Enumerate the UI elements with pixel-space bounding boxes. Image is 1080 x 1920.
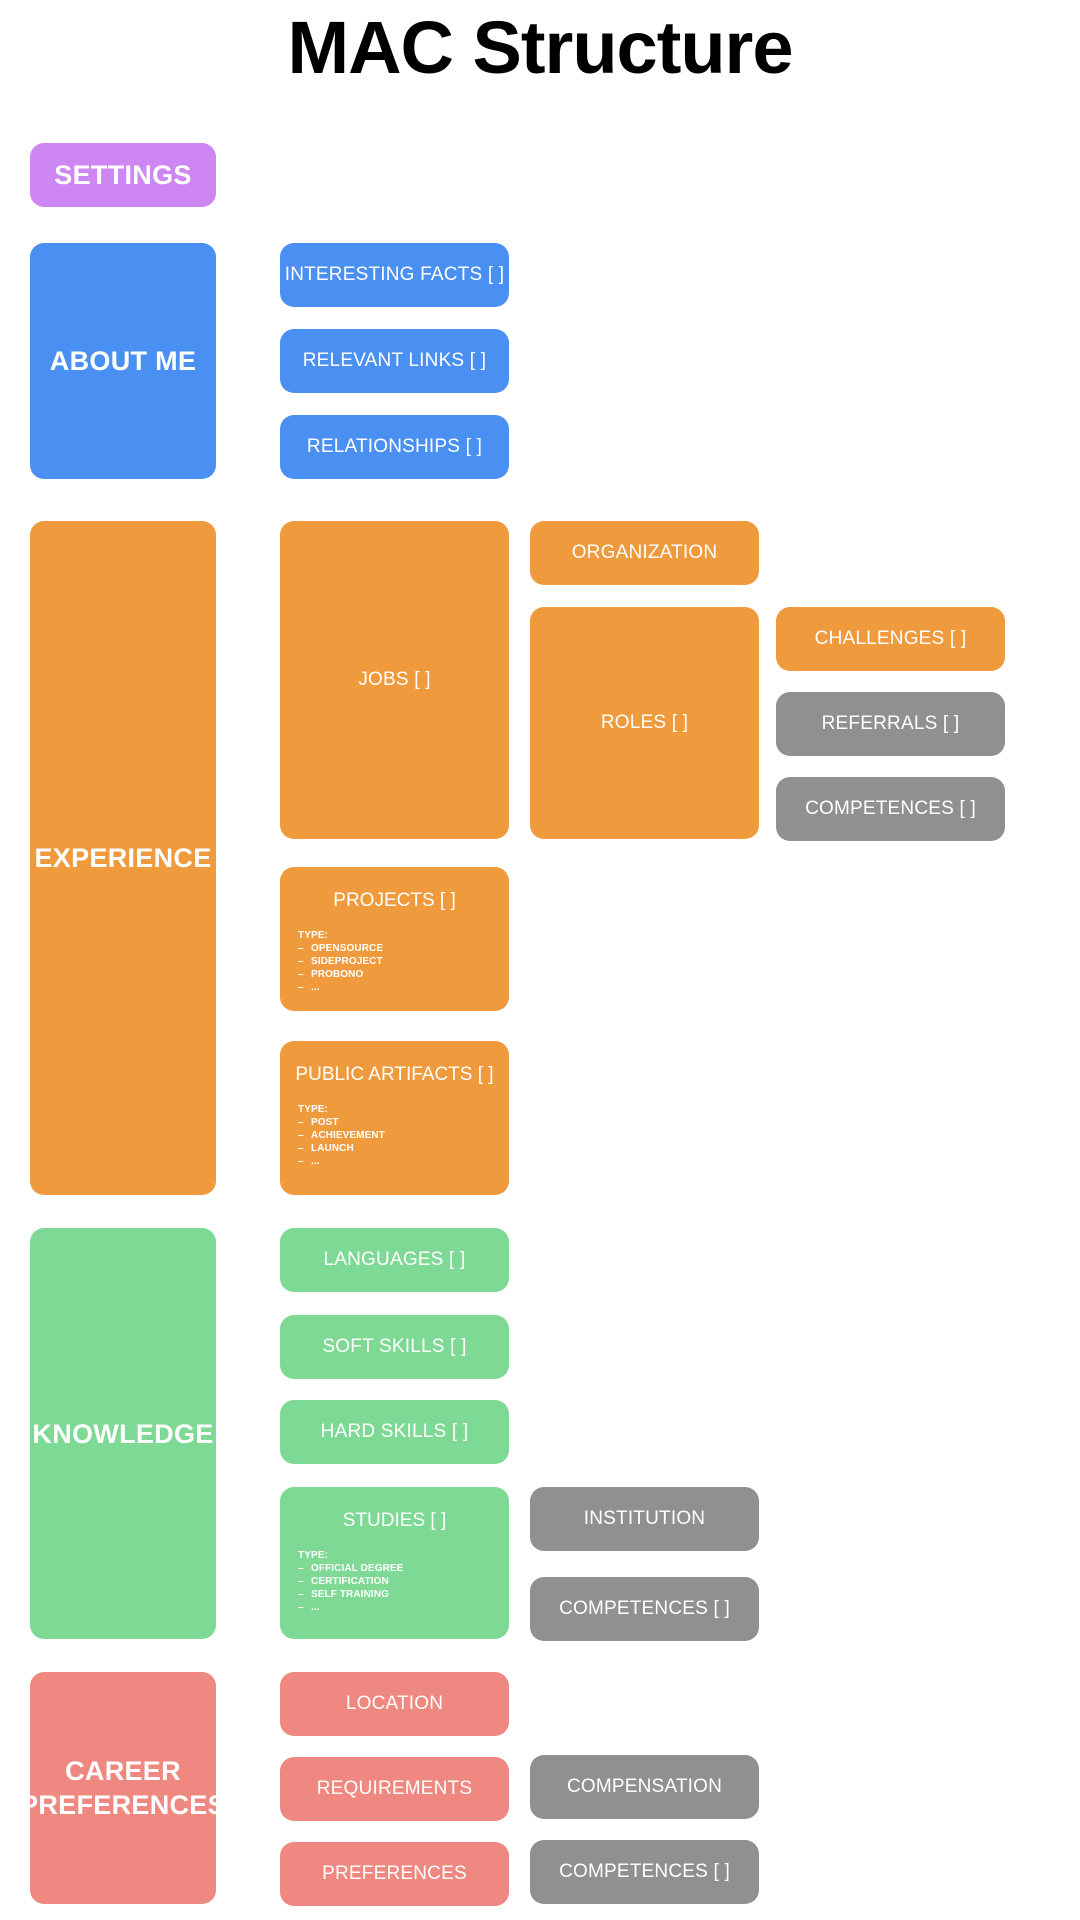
node-settings-label: SETTINGS (54, 160, 192, 190)
public-artifacts-type-list: TYPE: –POST –ACHIEVEMENT –LAUNCH –... (298, 1103, 385, 1168)
node-hard-skills-label: HARD SKILLS [ ] (320, 1421, 469, 1442)
projects-type-title: TYPE: (298, 930, 328, 941)
node-roles-label: ROLES [ ] (600, 712, 689, 733)
node-knowledge-competences[interactable]: COMPETENCES [ ] (530, 1577, 759, 1641)
node-career-preferences-label-line2: PREFERENCES (30, 1790, 216, 1820)
studies-type-list: TYPE: –OFFICIAL DEGREE –CERTIFICATION –S… (298, 1549, 403, 1614)
node-experience-competences[interactable]: COMPETENCES [ ] (776, 777, 1005, 841)
node-interesting-facts-label: INTERESTING FACTS [ ] (284, 264, 505, 285)
node-preferences-label: PREFERENCES (322, 1863, 467, 1884)
public-artifacts-type-item: –ACHIEVEMENT (298, 1130, 385, 1141)
studies-type-title: TYPE: (298, 1550, 328, 1561)
node-preferences[interactable]: PREFERENCES (280, 1842, 509, 1906)
node-compensation[interactable]: COMPENSATION (530, 1755, 759, 1819)
node-knowledge-label: KNOWLEDGE (32, 1418, 214, 1449)
node-career-preferences[interactable]: CAREER PREFERENCES (30, 1672, 216, 1904)
projects-type-item: –SIDEPROJECT (298, 956, 383, 967)
node-roles[interactable]: ROLES [ ] (530, 607, 759, 839)
node-relationships[interactable]: RELATIONSHIPS [ ] (280, 415, 509, 479)
public-artifacts-type-item: –POST (298, 1117, 339, 1128)
node-hard-skills[interactable]: HARD SKILLS [ ] (280, 1400, 509, 1464)
node-organization-label: ORGANIZATION (571, 542, 718, 563)
projects-type-list: TYPE: –OPENSOURCE –SIDEPROJECT –PROBONO … (298, 929, 383, 994)
dash-bullet-icon: – (298, 956, 304, 967)
node-challenges[interactable]: CHALLENGES [ ] (776, 607, 1005, 671)
public-artifacts-type-item: –LAUNCH (298, 1143, 354, 1154)
dash-bullet-icon: – (298, 1130, 304, 1141)
dash-bullet-icon: – (298, 982, 304, 993)
node-experience-label: EXPERIENCE (34, 843, 212, 873)
dash-bullet-icon: – (298, 1589, 304, 1600)
studies-type-item: –SELF TRAINING (298, 1589, 389, 1600)
node-settings[interactable]: SETTINGS (30, 143, 216, 207)
node-relevant-links[interactable]: RELEVANT LINKS [ ] (280, 329, 509, 393)
node-location-label: LOCATION (345, 1693, 444, 1714)
node-studies[interactable]: STUDIES [ ] TYPE: –OFFICIAL DEGREE –CERT… (280, 1487, 509, 1639)
node-about-me[interactable]: ABOUT ME (30, 243, 216, 479)
node-career-competences[interactable]: COMPETENCES [ ] (530, 1840, 759, 1904)
node-referrals[interactable]: REFERRALS [ ] (776, 692, 1005, 756)
page-title: MAC Structure (287, 6, 793, 89)
projects-type-item: –OPENSOURCE (298, 943, 384, 954)
dash-bullet-icon: – (298, 1602, 304, 1613)
node-jobs[interactable]: JOBS [ ] (280, 521, 509, 839)
studies-type-item: –... (298, 1602, 320, 1613)
node-languages[interactable]: LANGUAGES [ ] (280, 1228, 509, 1292)
node-jobs-label: JOBS [ ] (358, 669, 431, 690)
node-organization[interactable]: ORGANIZATION (530, 521, 759, 585)
node-public-artifacts[interactable]: PUBLIC ARTIFACTS [ ] TYPE: –POST –ACHIEV… (280, 1041, 509, 1195)
node-interesting-facts[interactable]: INTERESTING FACTS [ ] (280, 243, 509, 307)
node-about-me-label: ABOUT ME (49, 346, 197, 376)
public-artifacts-type-title: TYPE: (298, 1104, 328, 1115)
node-referrals-label: REFERRALS [ ] (821, 713, 960, 734)
node-soft-skills[interactable]: SOFT SKILLS [ ] (280, 1315, 509, 1379)
node-experience[interactable]: EXPERIENCE (30, 521, 216, 1195)
node-languages-label: LANGUAGES [ ] (323, 1249, 466, 1270)
node-public-artifacts-label: PUBLIC ARTIFACTS [ ] (295, 1064, 494, 1085)
studies-type-item: –CERTIFICATION (298, 1576, 389, 1587)
node-requirements-label: REQUIREMENTS (316, 1778, 473, 1799)
node-challenges-label: CHALLENGES [ ] (814, 628, 967, 649)
node-compensation-label: COMPENSATION (566, 1776, 723, 1797)
public-artifacts-type-item: –... (298, 1156, 320, 1167)
node-career-competences-label: COMPETENCES [ ] (559, 1861, 730, 1882)
node-experience-competences-label: COMPETENCES [ ] (805, 798, 976, 819)
dash-bullet-icon: – (298, 1117, 304, 1128)
node-projects-label: PROJECTS [ ] (333, 890, 456, 911)
node-location[interactable]: LOCATION (280, 1672, 509, 1736)
projects-type-item: –PROBONO (298, 969, 364, 980)
node-knowledge[interactable]: KNOWLEDGE (30, 1228, 216, 1639)
node-knowledge-competences-label: COMPETENCES [ ] (559, 1598, 730, 1619)
node-relationships-label: RELATIONSHIPS [ ] (306, 436, 483, 457)
node-requirements[interactable]: REQUIREMENTS (280, 1757, 509, 1821)
dash-bullet-icon: – (298, 1156, 304, 1167)
dash-bullet-icon: – (298, 1576, 304, 1587)
studies-type-item: –OFFICIAL DEGREE (298, 1563, 404, 1574)
node-studies-label: STUDIES [ ] (342, 1510, 447, 1531)
dash-bullet-icon: – (298, 969, 304, 980)
node-soft-skills-label: SOFT SKILLS [ ] (322, 1336, 467, 1357)
dash-bullet-icon: – (298, 1143, 304, 1154)
projects-type-item: –... (298, 982, 320, 993)
dash-bullet-icon: – (298, 943, 304, 954)
node-career-preferences-label-line1: CAREER (65, 1756, 181, 1786)
node-institution-label: INSTITUTION (583, 1508, 706, 1529)
node-relevant-links-label: RELEVANT LINKS [ ] (302, 350, 487, 371)
node-institution[interactable]: INSTITUTION (530, 1487, 759, 1551)
dash-bullet-icon: – (298, 1563, 304, 1574)
node-projects[interactable]: PROJECTS [ ] TYPE: –OPENSOURCE –SIDEPROJ… (280, 867, 509, 1011)
